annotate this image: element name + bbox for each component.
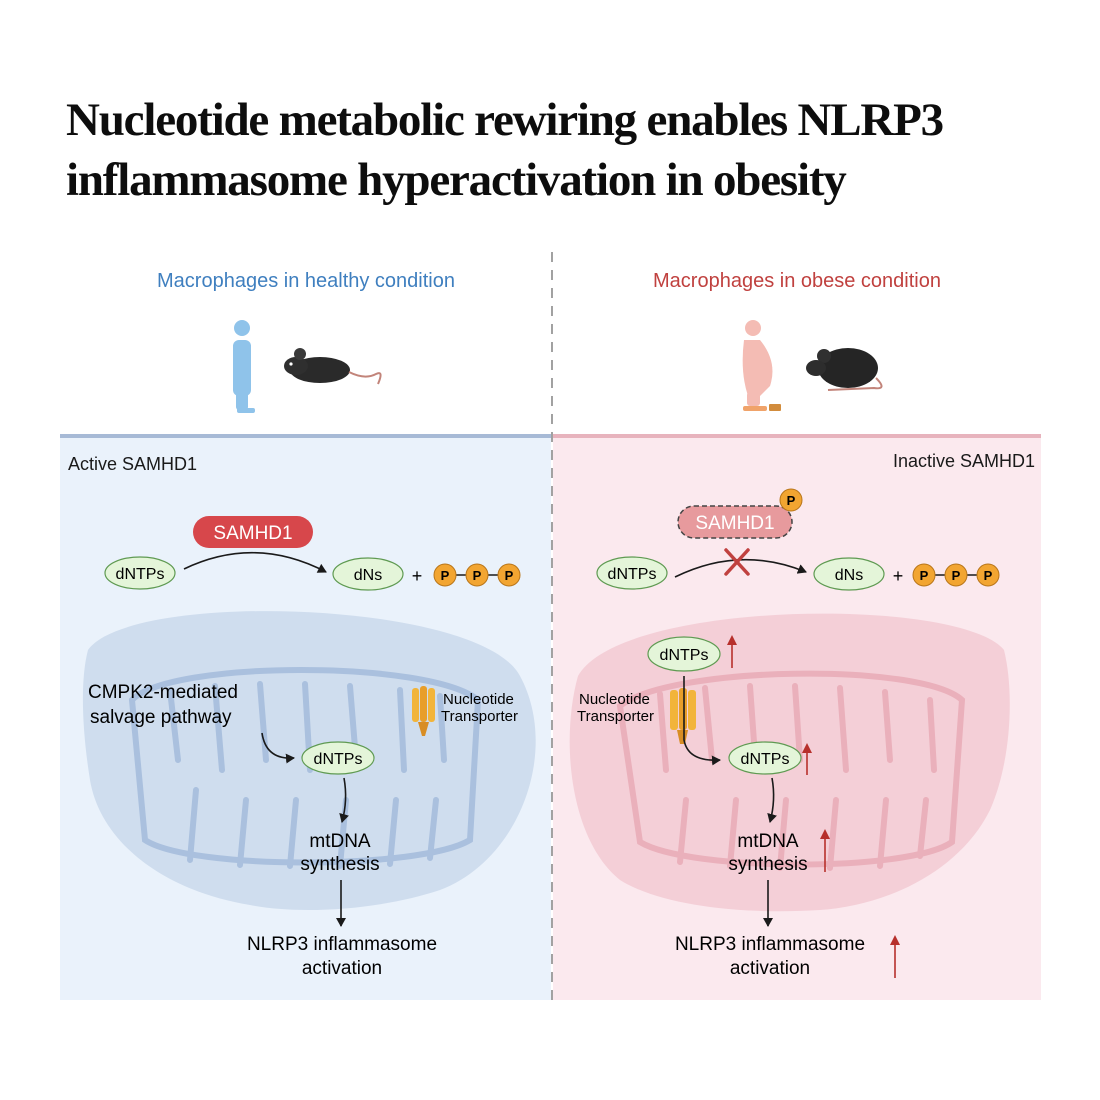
healthy-salvage-label-line1: CMPK2-mediated — [88, 682, 238, 703]
obese-mouse-icon — [806, 348, 883, 391]
healthy-nlrp3-line2: activation — [302, 958, 382, 979]
healthy-heading: Macrophages in healthy condition — [157, 270, 455, 292]
obese-import-arrow — [683, 676, 721, 766]
healthy-mtdna-line2: synthesis — [300, 854, 379, 875]
healthy-samhd1-badge: SAMHD1 — [193, 516, 313, 548]
svg-text:dNTPs: dNTPs — [660, 647, 709, 664]
healthy-transporter-icon — [412, 686, 435, 736]
healthy-hydrolysis-arrow — [183, 551, 327, 573]
obese-triphosphate: P P P — [912, 563, 1000, 587]
healthy-mouse-icon — [284, 348, 382, 385]
obese-samhd1-badge: SAMHD1 — [677, 505, 793, 539]
obese-mito-dntps-node: dNTPs — [728, 741, 802, 775]
healthy-transporter-label-line1: Nucleotide — [443, 691, 514, 708]
figure-title: Nucleotide metabolic rewiring enables NL… — [66, 94, 944, 206]
svg-text:P: P — [505, 568, 514, 583]
healthy-panel-label: Active SAMHD1 — [68, 454, 197, 474]
svg-text:dNTPs: dNTPs — [116, 566, 165, 583]
healthy-mito-dntps-node: dNTPs — [301, 741, 375, 775]
healthy-plus-sign: + — [412, 566, 423, 586]
svg-text:dNTPs: dNTPs — [608, 566, 657, 583]
svg-text:P: P — [984, 568, 993, 583]
obese-mtdna-line1: mtDNA — [737, 831, 799, 852]
svg-text:dNTPs: dNTPs — [314, 751, 363, 768]
healthy-person-icon — [233, 320, 255, 413]
healthy-salvage-arrow — [261, 732, 295, 764]
healthy-arrow-to-mtdna — [339, 777, 349, 823]
svg-text:P: P — [787, 493, 796, 508]
healthy-dns-node: dNs — [332, 557, 404, 591]
obese-dntps-node: dNTPs — [596, 556, 668, 590]
svg-text:P: P — [441, 568, 450, 583]
obese-plus-sign: + — [893, 566, 904, 586]
healthy-salvage-label-line2: salvage pathway — [90, 707, 232, 728]
svg-text:SAMHD1: SAMHD1 — [695, 513, 774, 534]
obese-arrow-to-mtdna — [767, 777, 777, 823]
healthy-mtdna-line1: mtDNA — [309, 831, 371, 852]
obese-nlrp3-line2: activation — [730, 958, 810, 979]
obese-nlrp3-line1: NLRP3 inflammasome — [675, 934, 865, 955]
obese-inhibition-cross-icon — [724, 548, 750, 576]
healthy-panel-bar — [60, 434, 551, 438]
obese-heading: Macrophages in obese condition — [653, 270, 941, 292]
obese-panel-label: Inactive SAMHD1 — [893, 451, 1035, 471]
obese-transporter-label-line1: Nucleotide — [579, 691, 650, 708]
obese-cyto-dntps-node: dNTPs — [647, 636, 721, 672]
healthy-transporter-label-line2: Transporter — [441, 708, 518, 725]
svg-text:dNTPs: dNTPs — [741, 751, 790, 768]
healthy-nlrp3-line1: NLRP3 inflammasome — [247, 934, 437, 955]
svg-text:dNs: dNs — [835, 567, 863, 584]
obese-samhd1-phospho: P — [779, 488, 803, 512]
obese-panel-bar — [553, 434, 1041, 438]
healthy-triphosphate: P P P — [433, 563, 521, 587]
svg-text:P: P — [952, 568, 961, 583]
svg-text:P: P — [920, 568, 929, 583]
svg-text:dNs: dNs — [354, 567, 382, 584]
obese-dns-node: dNs — [813, 557, 885, 591]
obese-transporter-label-line2: Transporter — [577, 708, 654, 725]
obese-transporter-icon — [670, 688, 696, 744]
obese-person-icon — [742, 320, 781, 411]
svg-text:P: P — [473, 568, 482, 583]
healthy-dntps-node: dNTPs — [104, 556, 176, 590]
svg-text:SAMHD1: SAMHD1 — [213, 523, 292, 544]
obese-mtdna-line2: synthesis — [728, 854, 807, 875]
